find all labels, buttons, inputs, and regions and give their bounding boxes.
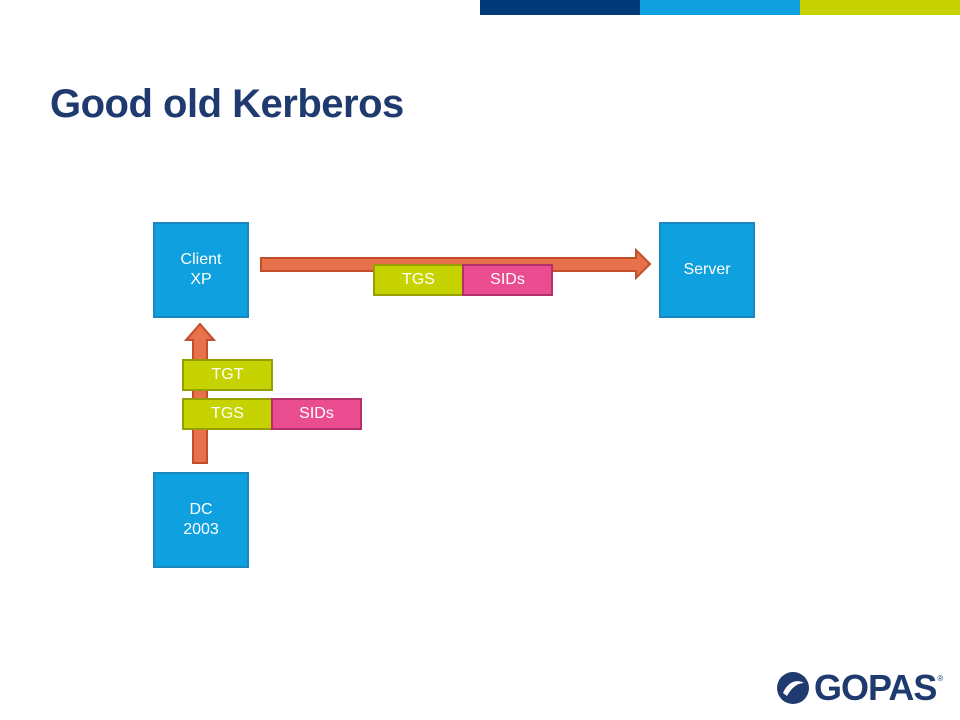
tgs-ticket-left: TGS xyxy=(182,398,273,430)
gopas-logo-icon xyxy=(777,672,809,704)
sids-ticket-top: SIDs xyxy=(462,264,553,296)
dc-2003-node: DC 2003 xyxy=(153,472,249,568)
tgs-ticket-top: TGS xyxy=(373,264,464,296)
gopas-logo: GOPAS ® xyxy=(776,668,943,708)
registered-mark: ® xyxy=(937,674,944,683)
arrow-dc-to-client xyxy=(183,322,217,464)
server-node: Server xyxy=(659,222,755,318)
bar-segment-lime xyxy=(800,0,960,15)
gopas-logo-text: GOPAS xyxy=(814,667,937,708)
tgt-ticket: TGT xyxy=(182,359,273,391)
brand-color-bar xyxy=(480,0,960,15)
bar-segment-blue xyxy=(640,0,800,15)
bar-segment-navy xyxy=(480,0,640,15)
slide-title: Good old Kerberos xyxy=(50,82,404,126)
client-xp-node: Client XP xyxy=(153,222,249,318)
sids-ticket-left: SIDs xyxy=(271,398,362,430)
